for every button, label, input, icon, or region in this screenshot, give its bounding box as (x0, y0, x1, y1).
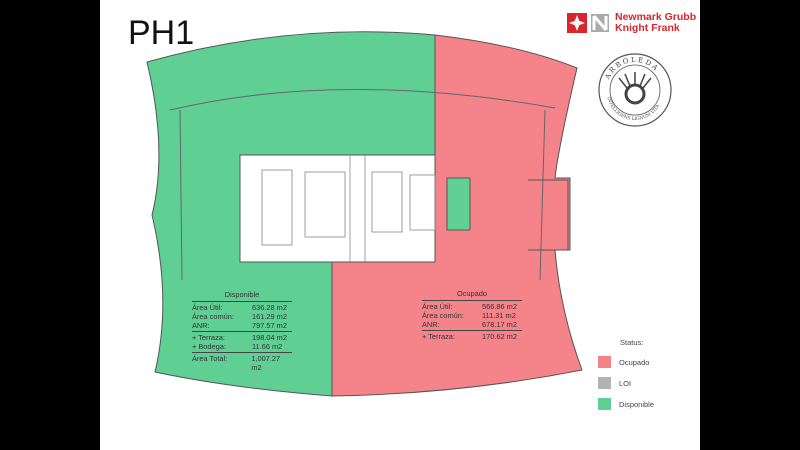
summary-row: + Bodega:11.66 m2 (192, 342, 283, 351)
storage-available[interactable] (446, 177, 471, 231)
summary-row: ANR:678.17 m2 (422, 320, 517, 329)
summary-row: Área Útil:636.28 m2 (192, 303, 287, 312)
svg-text:ARBOLEDA: ARBOLEDA (603, 56, 661, 82)
nkf-logo-icon (567, 13, 609, 33)
summary-row: Área común:111.31 m2 (422, 311, 516, 320)
logo-line2: Knight Frank (615, 22, 680, 34)
page-title: PH1 (128, 14, 195, 52)
available-area[interactable] (146, 31, 436, 397)
summary-row: + Terraza:170.62 m2 (422, 332, 517, 341)
logo-line1: Newmark Grubb (615, 11, 697, 23)
disponible-summary: Disponible Área Útil:636.28 m2 Área comú… (192, 290, 292, 372)
summary-row: ANR:797.57 m2 (192, 321, 287, 330)
disponible-heading: Disponible (224, 290, 260, 299)
summary-row: Área Útil:566.86 m2 (422, 302, 517, 311)
core (239, 154, 436, 263)
legend-title: Status: (620, 338, 644, 347)
svg-text:INTELLIGENS LIGNUM VITA: INTELLIGENS LIGNUM VITA (606, 96, 662, 122)
ocupado-summary: Ocupado Área Útil:566.86 m2 Área común:1… (422, 289, 522, 341)
summary-row: + Terraza:198.04 m2 (192, 333, 287, 342)
summary-total: Área Total:1,007.27 m2 (192, 354, 281, 372)
legend-item-disponible: Disponible (598, 398, 654, 410)
ocupado-heading: Ocupado (457, 289, 487, 298)
arboleda-seal: ARBOLEDA INTELLIGENS LIGNUM VITA (598, 53, 672, 127)
status-legend: Status: Ocupado LOI Disponible (598, 338, 654, 410)
legend-item-ocupado: Ocupado (598, 356, 654, 368)
summary-row: Área común:161.29 m2 (192, 312, 287, 321)
brand-logo: Newmark Grubb Knight Frank (567, 12, 696, 34)
legend-item-loi: LOI (598, 377, 654, 389)
